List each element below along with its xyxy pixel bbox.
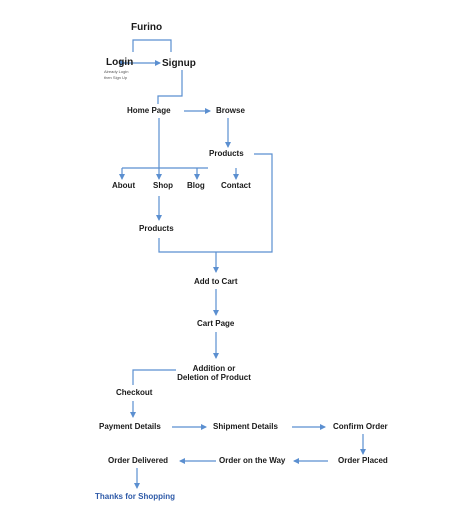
login-note-line-2: then Sign Up [104,75,128,80]
node-shipment-details: Shipment Details [213,422,278,431]
node-confirm-order: Confirm Order [333,422,388,431]
node-blog: Blog [187,181,205,190]
node-order-on-the-way: Order on the Way [219,456,286,465]
node-login: Login [106,57,134,68]
connector-furino-login-signup [132,39,172,52]
connector-browseproducts-cart [216,153,273,253]
connector-auth-home [157,70,183,104]
node-thanks-for-shopping: Thanks for Shopping [95,492,175,501]
node-furino: Furino [131,22,163,33]
node-shop: Shop [153,181,173,190]
node-checkout: Checkout [116,388,153,397]
node-order-delivered: Order Delivered [108,456,169,465]
connector-edit-checkout [132,369,176,385]
node-payment-details: Payment Details [99,422,161,431]
node-cart-page: Cart Page [197,319,235,328]
node-contact: Contact [221,181,251,190]
node-browse: Browse [216,106,245,115]
node-products-shop: Products [139,224,174,233]
node-add-to-cart: Add to Cart [194,277,238,286]
node-home-page: Home Page [127,106,171,115]
connector-shopproducts-cart [158,238,216,253]
node-products-browse: Products [209,149,244,158]
node-order-placed: Order Placed [338,456,388,465]
node-signup: Signup [162,58,196,69]
node-about: About [112,181,136,190]
login-note-line-1: Already Login [104,69,129,74]
node-addition-deletion: Addition or Deletion of Product [177,364,251,383]
